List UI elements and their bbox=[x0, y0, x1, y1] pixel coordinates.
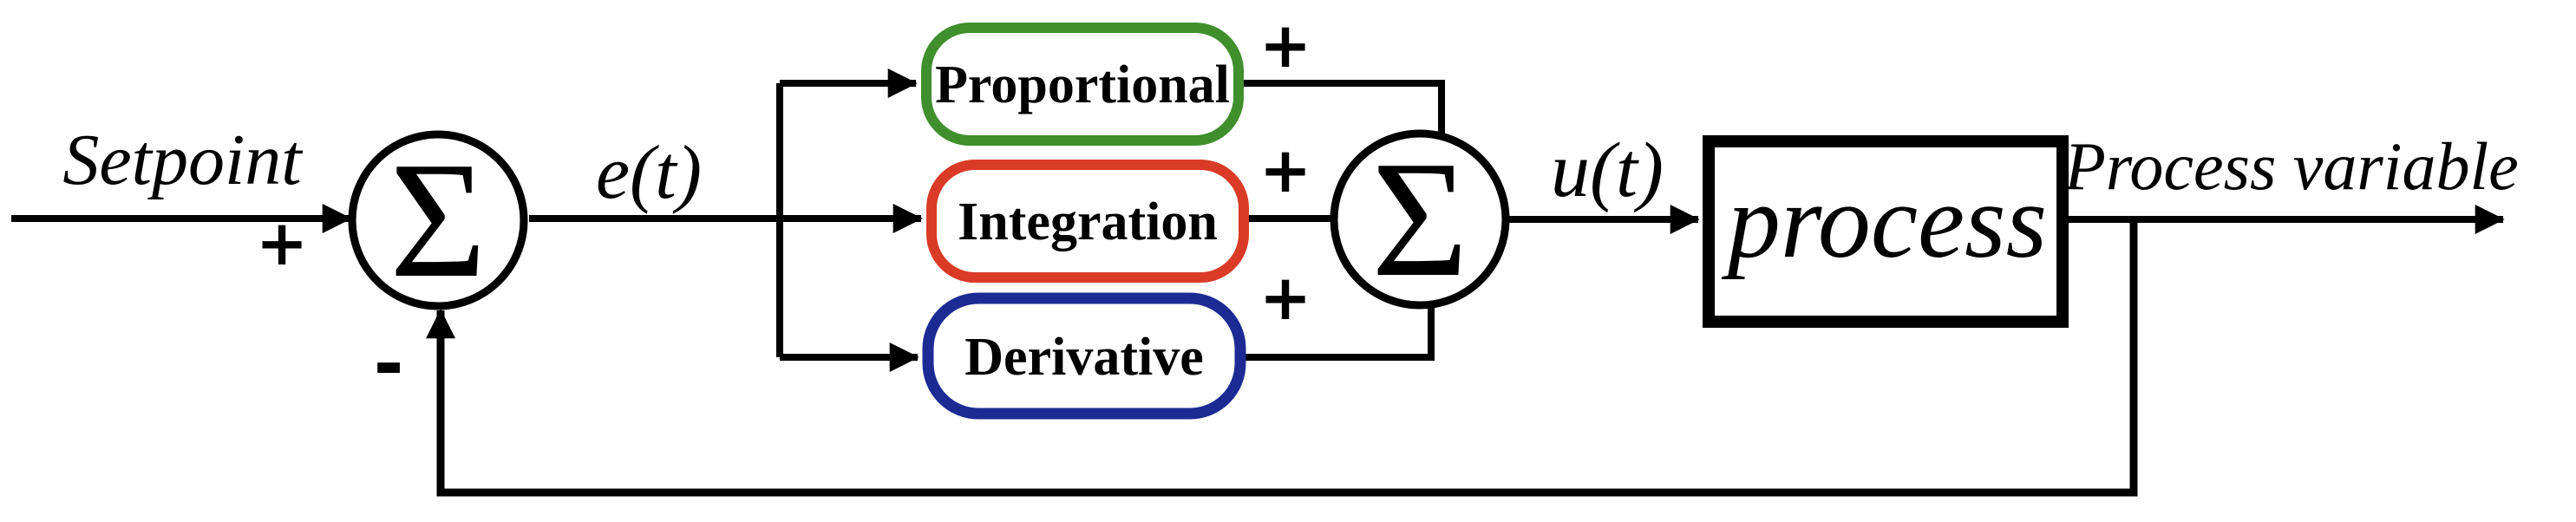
error-signal-label: e(t) bbox=[596, 131, 702, 215]
feedback-minus-sign: - bbox=[374, 321, 404, 406]
sum-junction-2 bbox=[1330, 129, 1510, 310]
process-block bbox=[1703, 135, 2069, 328]
derivative-output-line bbox=[1240, 304, 1435, 361]
setpoint-plus-sign: + bbox=[256, 206, 308, 279]
proportional-output-line bbox=[1239, 80, 1445, 136]
setpoint-label: Setpoint bbox=[62, 120, 304, 200]
derivative-plus-sign: + bbox=[1259, 261, 1311, 334]
derivative-block bbox=[922, 292, 1246, 420]
sum-junction-1 bbox=[348, 130, 528, 310]
control-signal-label: u(t) bbox=[1551, 127, 1664, 213]
process-block-label: process bbox=[1721, 163, 2047, 280]
integration-block bbox=[926, 160, 1249, 283]
sum-junction-2-sigma: Σ bbox=[1371, 127, 1468, 311]
integration-plus-sign: + bbox=[1259, 134, 1311, 206]
process-variable-label: Process variable bbox=[2063, 128, 2519, 204]
proportional-block bbox=[921, 23, 1244, 146]
feedback-line bbox=[426, 219, 2138, 497]
proportional-plus-sign: + bbox=[1259, 9, 1311, 82]
sum-junction-1-sigma: Σ bbox=[389, 127, 487, 312]
integration-block-label: Integration bbox=[958, 192, 1218, 251]
proportional-block-label: Proportional bbox=[935, 55, 1230, 114]
derivative-block-label: Derivative bbox=[964, 328, 1203, 387]
